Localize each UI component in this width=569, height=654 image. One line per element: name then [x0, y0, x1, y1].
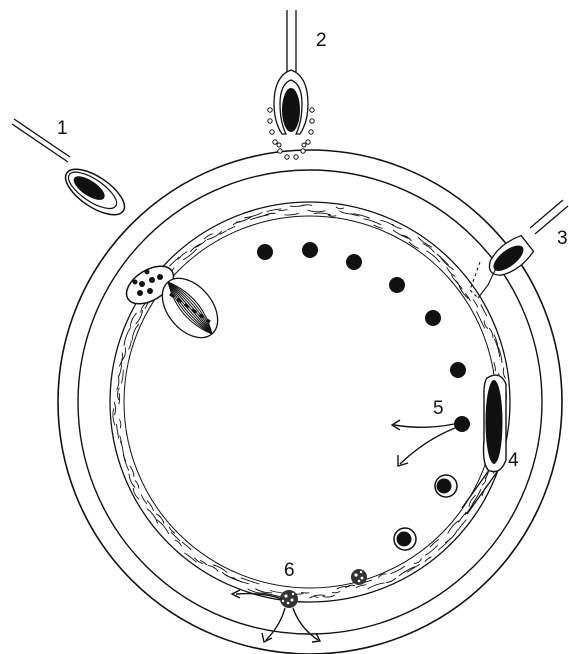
- cytoplasm-squiggle: [328, 215, 336, 216]
- cytoplasm-squiggle: [227, 226, 235, 229]
- cytoplasm-squiggle: [135, 480, 139, 488]
- cytoplasm-squiggle: [244, 212, 262, 218]
- cytoplasm-squiggle: [285, 213, 299, 215]
- cytoplasm-squiggle: [336, 207, 344, 209]
- cytoplasm-squiggle: [354, 214, 370, 219]
- cytoplasm-squiggle: [255, 589, 272, 593]
- cytoplasm-squiggle: [183, 249, 197, 260]
- cortical-granule: [257, 244, 273, 260]
- cytoplasm-squiggle: [116, 424, 118, 438]
- cytoplasm-squiggle: [438, 539, 450, 551]
- sperm-4-fusing: [462, 375, 506, 514]
- cytoplasm-squiggle: [121, 370, 123, 384]
- fusing-cortical-granule: [435, 475, 457, 497]
- cytoplasm-squiggle: [392, 224, 402, 229]
- released-granule-contents: [280, 590, 298, 608]
- cytoplasm-squiggle: [120, 435, 122, 444]
- zona-pellucida-inner-ring: [78, 170, 542, 634]
- cytoplasm-squiggle: [380, 220, 394, 226]
- cytoplasm-squiggle: [494, 362, 496, 371]
- label-6: 6: [284, 560, 295, 581]
- cytoplasm-squiggle: [279, 210, 288, 211]
- label-5: 5: [433, 398, 444, 419]
- cytoplasm-squiggle: [386, 578, 396, 583]
- cytoplasm-squiggle: [182, 542, 191, 550]
- cytoplasm-squiggle: [332, 591, 340, 592]
- cytoplasm-squiggle: [477, 311, 485, 328]
- cytoplasm-squiggle: [251, 215, 269, 220]
- cytoplasm-squiggle: [129, 341, 132, 350]
- cytoplasm-squiggle: [314, 595, 325, 596]
- cytoplasm-squiggle: [263, 213, 275, 216]
- cytoplasm-squiggle: [130, 313, 136, 326]
- cytoplasm-squiggle: [426, 251, 440, 263]
- sperm-1-binding: [12, 119, 132, 223]
- cytoplasm-squiggle: [503, 367, 505, 378]
- cortical-granule: [389, 277, 405, 293]
- cytoplasm-squiggle: [494, 334, 498, 346]
- cytoplasm-squiggle: [117, 376, 119, 390]
- cytoplasm-squiggle: [114, 402, 115, 415]
- cytoplasm-squiggle: [113, 408, 115, 425]
- cytoplasm-squiggle: [489, 328, 493, 338]
- cytoplasm-squiggle: [356, 585, 366, 588]
- cytoplasm-squiggle: [124, 327, 131, 345]
- fusing-cortical-granule: [394, 528, 416, 550]
- cytoplasm-squiggle: [233, 578, 249, 584]
- cortical-cytoplasm-texture: [113, 205, 507, 598]
- cortical-granule: [425, 310, 441, 326]
- cytoplasm-squiggle: [175, 540, 182, 546]
- cytoplasm-squiggle: [364, 219, 382, 225]
- label-4: 4: [508, 450, 519, 471]
- label-2: 2: [316, 30, 327, 51]
- cytoplasm-squiggle: [309, 597, 318, 598]
- label-3: 3: [557, 228, 568, 249]
- cortical-granule: [346, 254, 362, 270]
- cortical-granule: [302, 242, 318, 258]
- cytoplasm-squiggle: [484, 321, 488, 329]
- cytoplasm-squiggle: [208, 566, 218, 572]
- cytoplasm-squiggle: [340, 211, 355, 214]
- cytoplasm-squiggle: [241, 578, 260, 584]
- cortical-granule: [454, 416, 470, 432]
- cytoplasm-squiggle: [423, 244, 435, 253]
- cytoplasm-squiggle: [414, 558, 422, 563]
- granule-release-arrows: [392, 420, 455, 466]
- cytoplasm-squiggle: [301, 205, 312, 206]
- cytoplasm-squiggle: [445, 530, 458, 543]
- cytoplasm-squiggle: [498, 347, 502, 363]
- label-1: 1: [57, 118, 68, 139]
- oocyte-membrane-outer: [110, 202, 510, 602]
- cytoplasm-squiggle: [337, 586, 350, 589]
- cytoplasm-squiggle: [119, 393, 120, 404]
- cytoplasm-squiggle: [473, 300, 478, 308]
- cortical-granule: [450, 362, 466, 378]
- cytoplasm-squiggle: [222, 572, 234, 578]
- cytoplasm-squiggle: [119, 419, 121, 428]
- cytoplasm-squiggle: [169, 527, 175, 533]
- cytoplasm-squiggle: [141, 495, 147, 504]
- cytoplasm-squiggle: [119, 353, 122, 367]
- sperm-2-acrosome-reaction: [268, 10, 314, 159]
- released-granule-contents: [351, 569, 367, 585]
- cytoplasm-squiggle: [130, 466, 134, 477]
- cytoplasm-squiggle: [307, 210, 325, 212]
